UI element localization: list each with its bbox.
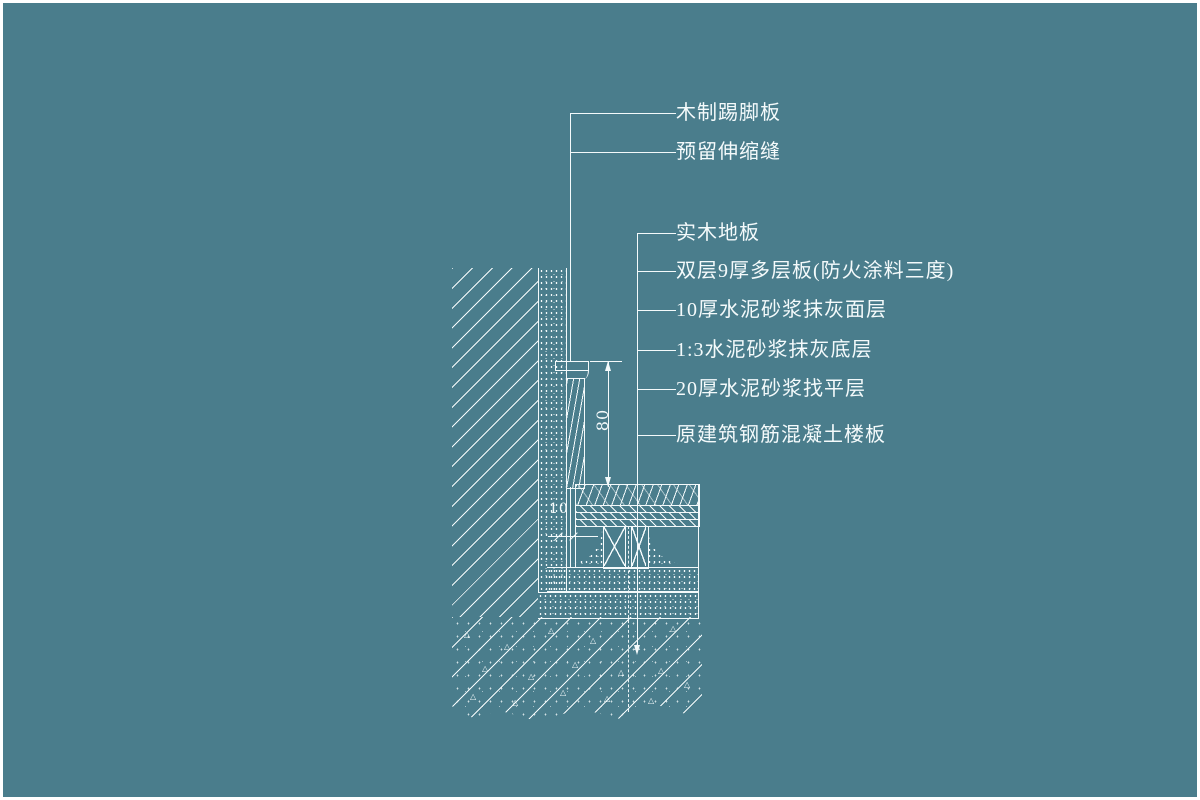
callout-cement-finish-label: 10厚水泥砂浆抹灰面层	[676, 299, 887, 321]
mortar-fillet-right	[647, 529, 693, 567]
mortar-fillet-left	[559, 529, 603, 567]
concrete-triangle-symbol	[670, 625, 678, 633]
concrete-triangle-symbol	[512, 699, 520, 707]
cement-mortar-bed-layer	[538, 592, 699, 619]
concrete-triangle-symbol	[482, 665, 490, 673]
concrete-triangle-symbol	[590, 637, 598, 645]
concrete-triangle-symbol	[684, 681, 692, 689]
wall-masonry-hatch	[452, 268, 538, 617]
dim-line-80	[608, 361, 609, 487]
keel-cross-brace	[632, 527, 646, 566]
callout-branch-line	[637, 233, 676, 234]
keel-divider-line	[625, 526, 626, 567]
concrete-triangle-symbol	[464, 631, 472, 639]
concrete-triangle-symbol	[618, 669, 626, 677]
concrete-triangle-symbol	[604, 695, 612, 703]
floor-stack-right-edge	[698, 484, 699, 617]
concrete-triangle-symbol	[560, 689, 568, 697]
callout-branch-line	[570, 152, 676, 153]
concrete-triangle-symbol	[658, 667, 666, 675]
callout-expansion-joint-label: 预留伸缩缝	[676, 141, 781, 163]
callout-wood-skirting-label: 木制踢脚板	[676, 102, 781, 124]
concrete-triangle-symbol	[504, 643, 512, 651]
callout-branch-line	[637, 271, 676, 272]
concrete-triangle-symbol	[648, 697, 656, 705]
keel-cross-brace	[604, 527, 625, 566]
concrete-triangle-symbol	[548, 627, 556, 635]
solid-wood-floor-layer	[575, 484, 700, 506]
concrete-triangle-symbol	[572, 661, 580, 669]
skirting-cap-moulding	[555, 361, 589, 371]
callout-branch-line	[637, 389, 676, 390]
concrete-triangle-symbol	[470, 693, 478, 701]
dim-text-80: 80	[593, 408, 612, 432]
leader-line-skirting	[570, 113, 571, 362]
skirting-board	[566, 378, 585, 489]
callout-branch-line	[637, 310, 676, 311]
cement-leveling-layer	[547, 567, 699, 592]
concrete-triangle-symbol	[528, 673, 536, 681]
leader-line-floor-layers	[637, 233, 638, 646]
callout-cement-leveling-label: 20厚水泥砂浆找平层	[676, 378, 866, 400]
dim-text-10: 10	[549, 501, 569, 517]
callout-cement-base-label: 1:3水泥砂浆抹灰底层	[676, 339, 873, 361]
dim-arrow	[605, 477, 611, 487]
callout-concrete-slab-label: 原建筑钢筋混凝土楼板	[676, 424, 886, 446]
callout-branch-line	[637, 350, 676, 351]
callout-plywood-label: 双层9厚多层板(防火涂料三度)	[676, 260, 955, 282]
keel-divider-line	[631, 526, 632, 567]
callout-solid-wood-floor-label: 实木地板	[676, 222, 760, 244]
callout-branch-line	[637, 435, 676, 436]
concrete-slab	[452, 617, 702, 722]
callout-branch-line	[570, 113, 676, 114]
dim-arrow	[605, 361, 611, 371]
wall-face-line	[570, 487, 571, 567]
concrete-triangle-symbol	[634, 643, 642, 651]
